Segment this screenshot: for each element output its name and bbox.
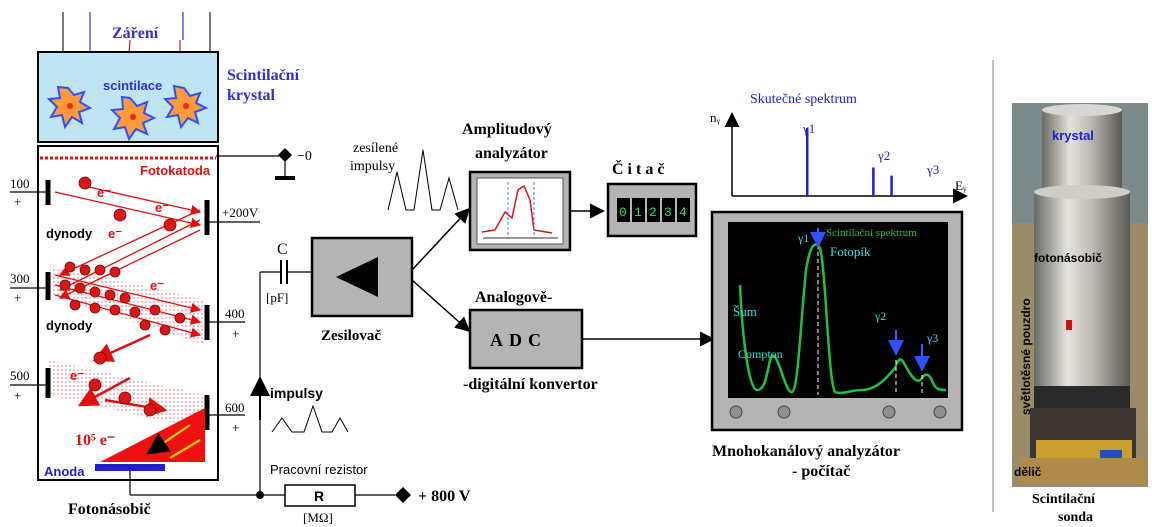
mca-screen-title: Scintilační spektrum bbox=[826, 227, 917, 239]
mca-photopeak: Fotopík bbox=[830, 244, 871, 259]
scintillation-flashes bbox=[46, 84, 209, 142]
voltage-100-plus: + bbox=[14, 194, 21, 209]
pulse-waveform bbox=[271, 404, 349, 433]
scintillation-label: scintilace bbox=[103, 78, 162, 93]
anode-label: Anoda bbox=[44, 464, 85, 479]
adc-title: Analogově- bbox=[475, 289, 552, 306]
crystal-label-line-1: Scintilační bbox=[227, 67, 300, 84]
voltage-taps bbox=[10, 155, 295, 416]
capacitor-unit: [pF] bbox=[266, 290, 288, 305]
photo-pmt-label: fotonásobič bbox=[1034, 251, 1102, 265]
counter-digit-2: 2 bbox=[649, 205, 657, 220]
voltage-200: +200V bbox=[222, 205, 259, 220]
mca-knobs bbox=[729, 405, 947, 419]
dynodes-label-2: dynody bbox=[46, 318, 93, 333]
counter-digit-4: 4 bbox=[679, 205, 687, 220]
arrow-to-amplitude-analyzer bbox=[411, 207, 471, 271]
voltage-400-plus: + bbox=[232, 326, 239, 341]
pmt-caption: Fotonásobič bbox=[68, 501, 151, 518]
true-spectrum-title: Skutečné spektrum bbox=[750, 92, 857, 107]
photomultiplier: Záření scintilace Scintilační krystal Fo… bbox=[10, 12, 312, 518]
photo-caption-line-2: sonda bbox=[1058, 510, 1093, 525]
photo-housing-label: světlotěsné pouzdro bbox=[1019, 298, 1033, 415]
counter-digit-1: 1 bbox=[634, 205, 642, 220]
electron-label-4: e⁻ bbox=[150, 278, 164, 293]
amplifier-symbol bbox=[336, 257, 378, 297]
amplitude-analyzer-trace bbox=[481, 184, 553, 234]
voltage-300: 300 bbox=[10, 271, 30, 286]
voltage-500: 500 bbox=[10, 368, 30, 383]
electrons bbox=[59, 176, 186, 417]
mca-gamma-2: γ2 bbox=[874, 309, 886, 323]
anode-arrows bbox=[146, 424, 201, 459]
mca-noise: Šum bbox=[733, 304, 757, 319]
amplitude-analyzer-title-1: Amplitudový bbox=[462, 121, 552, 138]
resistor-label: R bbox=[314, 488, 324, 504]
true-spectrum-x-label: Eᵧ bbox=[955, 178, 967, 194]
pulses-label: impulsy bbox=[270, 385, 323, 401]
gain-label: 10⁵ e⁻ bbox=[75, 432, 115, 449]
photo-caption-line-1: Scintilační bbox=[1032, 492, 1096, 507]
resistor bbox=[284, 484, 356, 507]
mca-compton: Compton bbox=[738, 347, 783, 361]
resistor-unit: [MΩ] bbox=[303, 510, 333, 525]
photo-crystal-label: krystal bbox=[1052, 128, 1094, 143]
counter-digit-0: 0 bbox=[619, 205, 627, 220]
radiation-label: Záření bbox=[112, 25, 159, 42]
voltage-400: 400 bbox=[225, 306, 245, 321]
supply-node bbox=[395, 487, 411, 503]
voltage-600-plus: + bbox=[232, 420, 239, 435]
voltage-600: 600 bbox=[225, 400, 245, 415]
resistor-caption: Pracovní rezistor bbox=[270, 462, 368, 477]
true-spectrum-y-label: nᵧ bbox=[710, 110, 721, 126]
arrow-to-adc bbox=[411, 279, 471, 332]
mca-gamma-1: γ1 bbox=[797, 231, 809, 245]
voltage-100: 100 bbox=[10, 176, 30, 191]
amplified-pulses-line-2: impulsy bbox=[350, 159, 395, 174]
true-spectrum-plot bbox=[724, 112, 968, 204]
mca-gamma-3: γ3 bbox=[926, 331, 938, 345]
electron-label-3: e⁻ bbox=[108, 226, 122, 241]
photo-divider-label: dělič bbox=[1014, 465, 1042, 479]
amplitude-analyzer-title-2: analyzátor bbox=[475, 145, 548, 162]
electron-label-2: e⁻ bbox=[155, 200, 169, 215]
amplifier-label: Zesilovač bbox=[321, 328, 381, 344]
supply-voltage: + 800 V bbox=[418, 488, 471, 505]
dynodes-label-1: dynody bbox=[46, 226, 93, 241]
voltage-0: −0 bbox=[297, 149, 312, 164]
true-spectrum-gamma-2: γ2 bbox=[877, 148, 890, 163]
voltage-500-plus: + bbox=[14, 388, 21, 403]
true-spectrum-gamma-1: γ1 bbox=[802, 121, 815, 136]
amplified-pulse-waveform bbox=[387, 149, 459, 211]
voltage-300-plus: + bbox=[14, 290, 21, 305]
junction-node bbox=[256, 491, 264, 499]
true-spectrum-gamma-3: γ3 bbox=[926, 162, 939, 177]
ground-node bbox=[278, 148, 292, 162]
adc-label: ADC bbox=[490, 330, 547, 350]
capacitor-label: C bbox=[277, 241, 288, 258]
counter-digit-3: 3 bbox=[664, 205, 672, 220]
mca-title-line-2: - počítač bbox=[792, 463, 850, 480]
scintillation-probe-photo bbox=[1012, 103, 1148, 487]
crystal-label-line-2: krystal bbox=[227, 87, 276, 104]
adc-box bbox=[468, 308, 584, 370]
adc-subtitle: -digitální konvertor bbox=[463, 376, 598, 393]
photocathode-label: Fotokatoda bbox=[140, 163, 211, 178]
electron-label-5: e⁻ bbox=[70, 368, 84, 383]
counter-title: Čitač bbox=[612, 159, 668, 178]
mca-screen bbox=[728, 222, 948, 398]
counter-display: 0 1 2 3 4 bbox=[617, 198, 690, 222]
mca-spectrum-trace bbox=[738, 243, 947, 395]
electron-label-1: e⁻ bbox=[97, 185, 111, 200]
anode bbox=[95, 464, 165, 471]
true-spectrum-lines bbox=[805, 128, 893, 196]
amplified-pulses-line-1: zesílené bbox=[353, 141, 398, 156]
mca-title-line-1: Mnohokanálový analyzátor bbox=[712, 443, 900, 460]
